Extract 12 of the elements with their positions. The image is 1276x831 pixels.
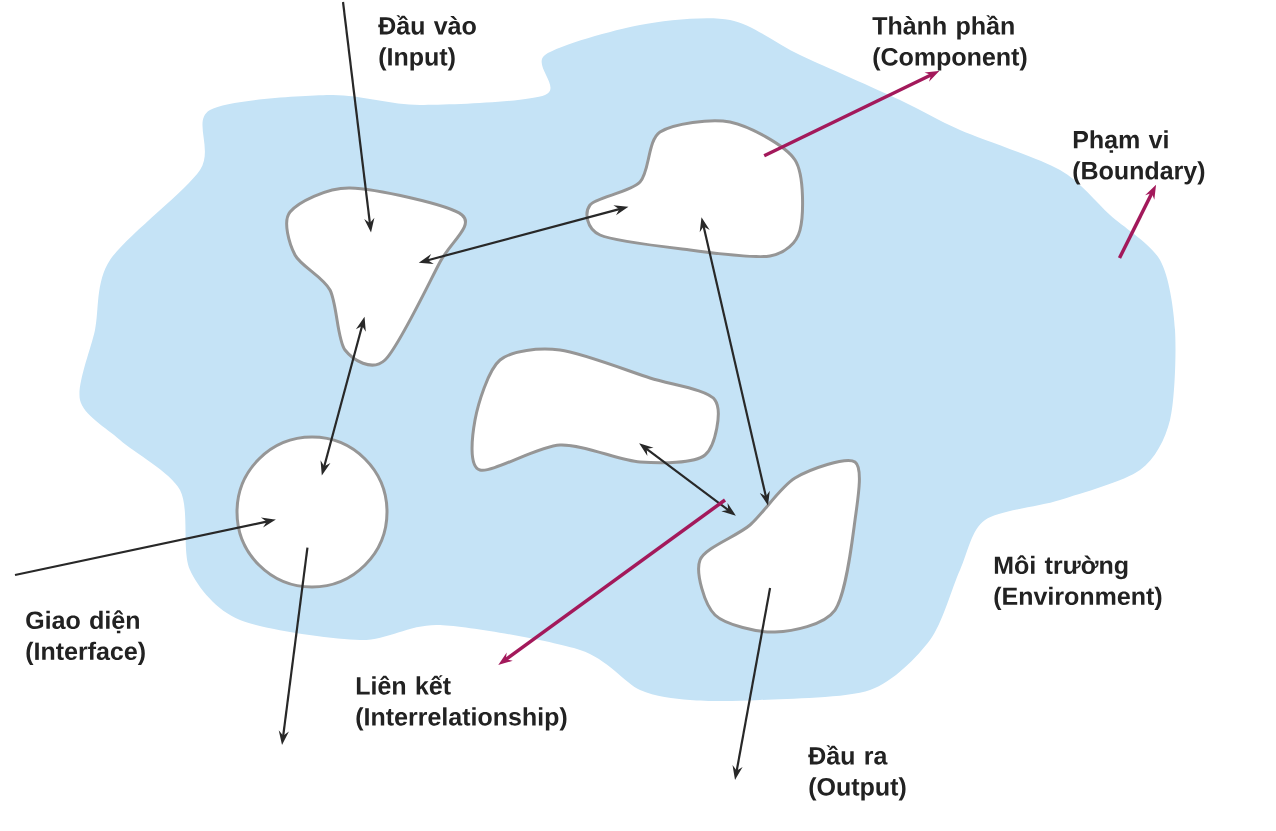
text-label: Môi trường (Environment): [994, 555, 1162, 611]
component-blob: [697, 459, 861, 634]
text-label: Đầu vào (Input): [378, 15, 476, 71]
callout-label: Thành phần (Component): [872, 15, 1027, 71]
callout-label: Phạm vi (Boundary): [1073, 130, 1205, 185]
component-blob: [470, 347, 720, 472]
text-label: Đầu ra (Output): [808, 745, 906, 801]
component-blob: [585, 119, 805, 259]
circle-shape: [235, 435, 389, 589]
component-blob: [285, 186, 467, 367]
text-label: Giao diện (Interface): [26, 610, 145, 666]
callout-label: Liên kết (Interrelationship): [356, 675, 567, 731]
